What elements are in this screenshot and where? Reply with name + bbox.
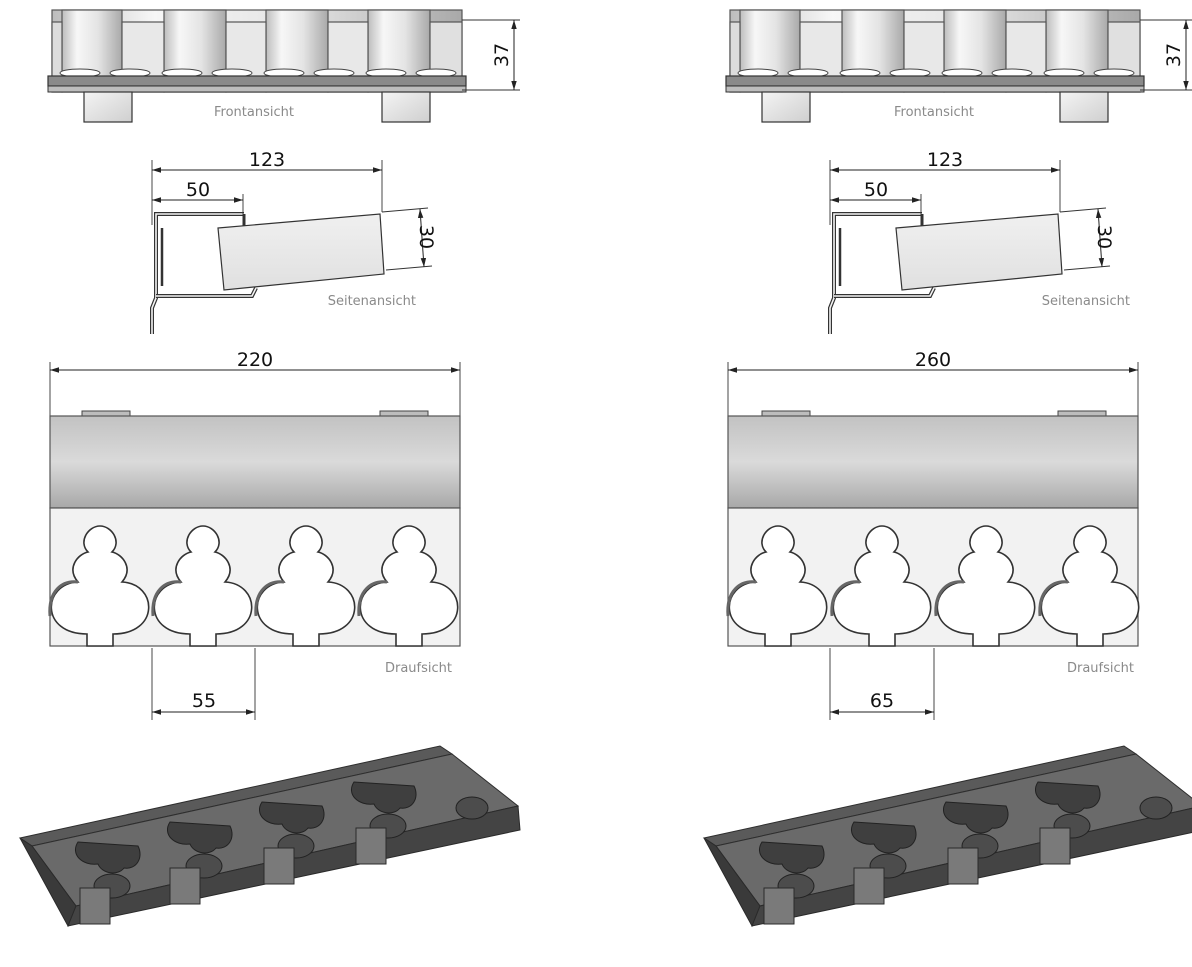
cutout-rim [254,580,285,617]
right-side-length-label: 123 [927,149,963,171]
right-front-height-dim: 37 [1140,19,1192,91]
clover-cutout [359,525,459,647]
right-side-height-label: 30 [1093,225,1115,249]
cutout-rim [934,580,965,617]
right-side-depth-label: 50 [864,179,888,201]
left-top-view: 220 55 Draufsicht [48,349,461,720]
right-front-height-label: 37 [1163,43,1185,67]
left-top-caption: Draufsicht [385,661,452,676]
left-top-spacing-dim: 55 [151,648,256,720]
right-top-spacing-label: 65 [870,690,894,712]
left-side-height-label: 30 [415,225,437,249]
right-3d-view [703,745,1192,927]
left-side-height-dim: 30 [381,207,437,271]
right-side-length-dim: 123 [829,149,1061,225]
right-top-width-dim: 260 [727,349,1139,420]
right-front-view: Frontansicht 37 [725,9,1192,123]
clover-cutout [832,525,932,647]
right-side-caption: Seitenansicht [1042,294,1130,309]
right-top-caption: Draufsicht [1067,661,1134,676]
clover-cutout [936,525,1036,647]
right-top-cutouts [726,525,1140,647]
right-top-view: 260 65 Draufsicht [726,349,1140,720]
cutout-rim [1038,580,1069,617]
left-side-depth-label: 50 [186,179,210,201]
cutout-rim [357,580,388,617]
right-front-caption: Frontansicht [894,105,974,120]
right-top-width-label: 260 [915,349,951,371]
left-side-view: Seitenansicht 123 50 30 [150,149,437,336]
left-3d-view [19,745,521,927]
right-top-spacing-dim: 65 [829,648,935,720]
left-front-height-label: 37 [491,43,513,67]
left-side-length-dim: 123 [151,149,383,225]
cutout-rim [830,580,861,617]
cutout-rim [48,580,79,617]
clover-cutout [50,525,150,647]
right-side-depth-dim: 50 [830,179,922,220]
right-side-view: Seitenansicht 123 50 30 [828,149,1130,336]
left-top-plate [49,410,461,647]
left-side-caption: Seitenansicht [328,294,416,309]
left-front-caption: Frontansicht [214,105,294,120]
right-side-height-dim: 30 [1059,207,1115,271]
cutout-rim [151,580,182,617]
clover-cutout [1040,525,1140,647]
left-side-depth-dim: 50 [152,179,244,220]
left-top-spacing-label: 55 [192,690,216,712]
cutout-rim [726,580,757,617]
left-top-width-dim: 220 [49,349,461,420]
left-side-length-label: 123 [249,149,285,171]
clover-cutout [153,525,253,647]
left-set: Frontansicht 37 Seitenansicht 123 50 [19,9,521,927]
clover-cutout [256,525,356,647]
left-top-cutouts [48,525,459,647]
clover-cutout [728,525,828,647]
left-top-width-label: 220 [237,349,273,371]
left-front-height-dim: 37 [462,19,520,91]
left-front-view: Frontansicht 37 [47,9,520,123]
right-set: Frontansicht 37 Seitenansicht 123 50 [703,9,1192,927]
